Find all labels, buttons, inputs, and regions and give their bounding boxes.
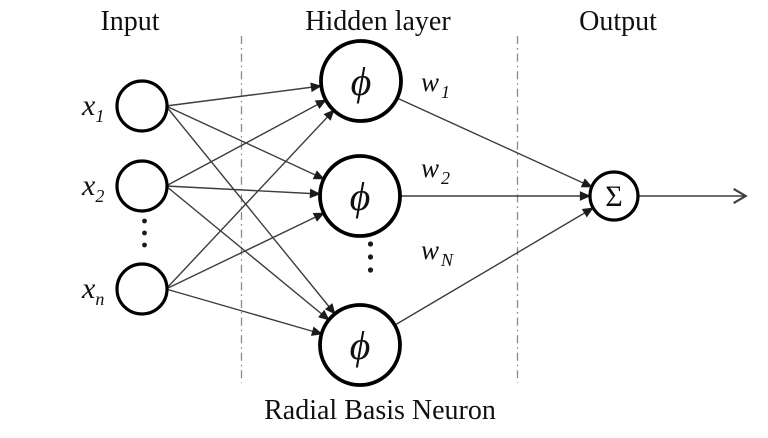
input-label-x1: x1	[81, 89, 104, 126]
hidden-node-2-symbol: ϕ	[350, 174, 371, 219]
connection-xn-h3	[165, 288, 323, 336]
hidden-node-3-symbol: ϕ	[350, 323, 371, 368]
ellipsis-dot	[367, 241, 374, 247]
layer-title-input: Input	[100, 6, 159, 37]
input-label-x2: x2	[81, 169, 104, 206]
connection-x2-h3	[165, 185, 330, 321]
connection-x2-h2	[165, 185, 321, 199]
output-layer: Σ	[588, 170, 640, 222]
connection-h1-sum	[396, 97, 593, 188]
connections-input-to-hidden	[165, 82, 336, 336]
layer-title-hidden: Hidden layer	[305, 6, 451, 37]
input-layer	[115, 79, 169, 316]
input-node-x2	[115, 159, 169, 213]
layer-title-output: Output	[579, 6, 657, 37]
input-label-xn: xn	[81, 272, 104, 309]
ellipsis-dot	[367, 254, 374, 260]
ellipsis-dot	[142, 242, 147, 248]
ellipsis-dot	[367, 267, 374, 273]
ellipsis-dot	[142, 218, 147, 224]
input-node-xn	[115, 262, 169, 316]
ellipsis-dot	[142, 230, 147, 236]
output-node-sum	[588, 170, 640, 222]
connection-xn-h1	[165, 109, 335, 290]
hidden-node-3	[318, 303, 402, 387]
connections-hidden-to-output	[394, 97, 594, 326]
hidden-layer: ϕ ϕ ϕ	[318, 39, 403, 387]
output-node-symbol: Σ	[605, 180, 622, 213]
input-ellipsis-icon	[142, 218, 147, 248]
connection-xn-h2	[165, 212, 325, 290]
input-node-x1	[115, 79, 169, 133]
diagram-caption: Radial Basis Neuron	[264, 395, 496, 426]
connection-x1-h3	[165, 105, 336, 315]
connection-x1-h2	[165, 105, 325, 180]
hidden-ellipsis-icon	[367, 241, 374, 273]
connection-x1-h1	[165, 82, 322, 107]
hidden-node-1	[319, 39, 403, 123]
hidden-node-2	[318, 154, 402, 238]
connection-h3-sum	[394, 207, 594, 326]
connection-x2-h1	[165, 99, 327, 187]
hidden-node-1-symbol: ϕ	[351, 59, 372, 104]
